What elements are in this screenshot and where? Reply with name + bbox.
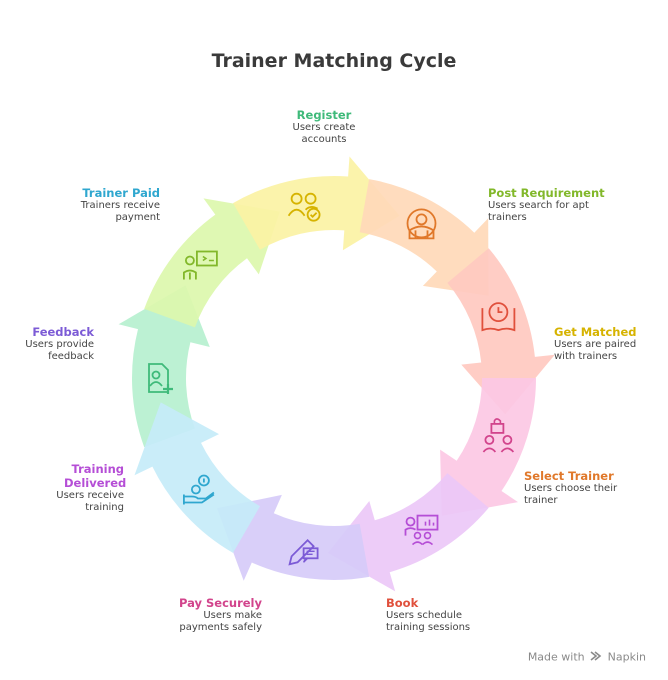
book-clock-icon xyxy=(481,302,516,332)
cycle-arrow-segment xyxy=(447,248,555,415)
step-desc: Users schedule training sessions xyxy=(386,610,471,633)
users-check-icon xyxy=(287,192,321,222)
footer-credit: Made with Napkin xyxy=(528,650,646,665)
step-desc: Users make payments safely xyxy=(179,610,262,633)
step-title: Feedback xyxy=(32,325,94,339)
cycle-arrow-segment xyxy=(144,198,280,328)
cycle-arrow-segment xyxy=(440,378,537,516)
step-desc: Users create accounts xyxy=(292,122,356,145)
cycle-arrow-segment xyxy=(233,156,400,251)
step-title: Pay Securely xyxy=(178,596,262,610)
napkin-brand-text: Napkin xyxy=(607,650,646,664)
step-label-register: Register Users create accounts xyxy=(264,108,384,146)
made-with-text: Made with xyxy=(527,650,585,664)
step-label-get-matched: Get Matched Users are paired with traine… xyxy=(554,325,654,363)
step-desc: Users choose their trainer xyxy=(524,483,618,506)
step-label-training-delivered: Training Delivered Users receive trainin… xyxy=(30,462,127,514)
step-title: Register xyxy=(296,108,352,122)
step-title: Training Delivered xyxy=(64,462,127,490)
training-group-icon xyxy=(404,514,439,546)
step-label-trainer-paid: Trainer Paid Trainers receive payment xyxy=(50,186,160,224)
step-title: Trainer Paid xyxy=(82,186,160,200)
step-label-post-requirement: Post Requirement Users search for apt tr… xyxy=(488,186,618,224)
presentation-person-icon xyxy=(182,250,218,280)
secure-pay-icon xyxy=(482,418,515,453)
napkin-logo-icon xyxy=(590,650,602,665)
step-desc: Users receive training xyxy=(56,490,124,513)
step-title: Get Matched xyxy=(554,325,637,339)
step-desc: Trainers receive payment xyxy=(80,200,160,223)
step-label-book: Book Users schedule training sessions xyxy=(386,596,496,634)
step-title: Post Requirement xyxy=(488,186,605,200)
trainer-badge-icon xyxy=(406,208,437,240)
register-user-icon xyxy=(148,363,173,394)
step-label-select-trainer: Select Trainer Users choose their traine… xyxy=(524,469,644,507)
hand-coins-icon xyxy=(182,474,215,505)
step-desc: Users search for apt trainers xyxy=(488,200,589,223)
diagram-title: Trainer Matching Cycle xyxy=(211,50,457,72)
pen-message-icon xyxy=(288,539,319,566)
cycle-arrow-segment xyxy=(327,473,489,592)
step-title: Book xyxy=(386,596,419,610)
step-title: Select Trainer xyxy=(524,469,614,483)
step-label-pay-securely: Pay Securely Users make payments safely xyxy=(160,596,262,634)
step-label-feedback: Feedback Users provide feedback xyxy=(10,325,94,363)
step-desc: Users provide feedback xyxy=(25,339,94,362)
step-desc: Users are paired with trainers xyxy=(554,339,637,362)
cycle-arrow-segment xyxy=(134,402,260,553)
cycle-arrow-segment xyxy=(216,494,370,581)
